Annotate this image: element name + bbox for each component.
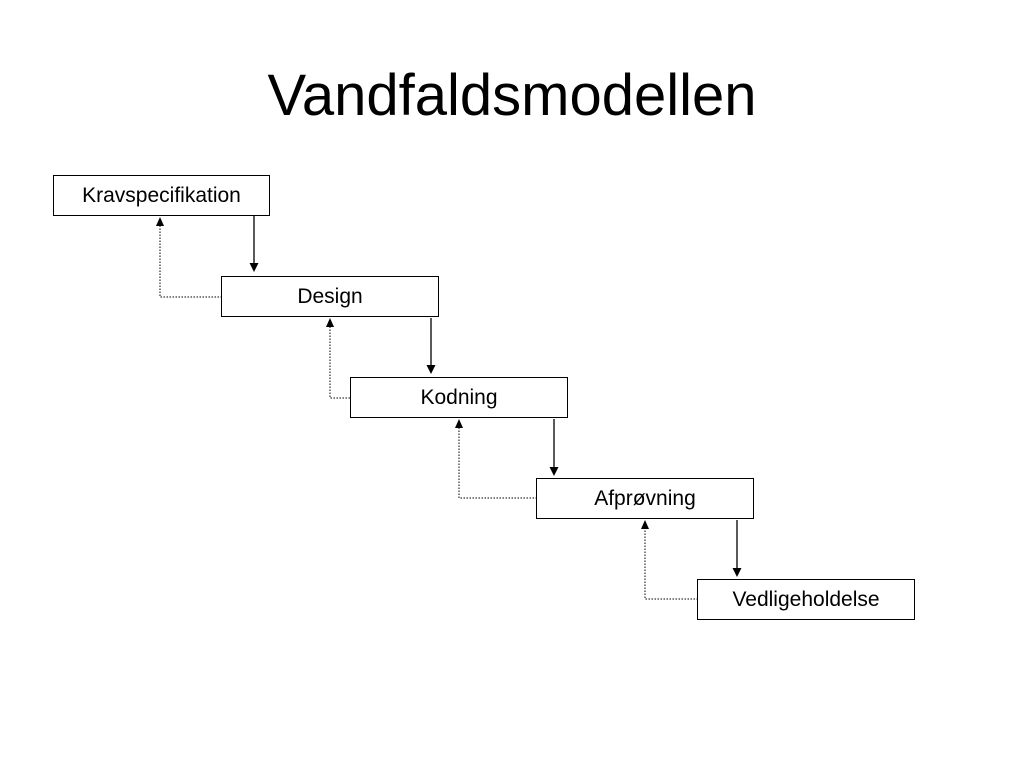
feedback-arrow xyxy=(455,419,537,499)
feedback-arrow xyxy=(641,520,698,600)
stage-label: Kodning xyxy=(420,385,498,409)
stage-label: Kravspecifikation xyxy=(82,183,241,207)
forward-arrow xyxy=(732,520,742,577)
stage-box-design: Design xyxy=(221,276,439,317)
forward-arrow xyxy=(249,216,259,272)
stage-box-kodning: Kodning xyxy=(350,377,568,418)
stage-label: Design xyxy=(297,284,363,308)
feedback-arrow xyxy=(326,318,350,399)
page-title: Vandfaldsmodellen xyxy=(267,63,757,128)
forward-arrow xyxy=(549,419,559,476)
forward-arrow xyxy=(426,318,436,374)
stage-box-kravspecifikation: Kravspecifikation xyxy=(53,175,270,216)
stage-label: Afprøvning xyxy=(594,486,696,510)
stage-box-afproevning: Afprøvning xyxy=(536,478,754,519)
stage-box-vedligeholdelse: Vedligeholdelse xyxy=(697,579,915,620)
stage-label: Vedligeholdelse xyxy=(732,587,880,611)
feedback-arrow xyxy=(156,217,222,298)
